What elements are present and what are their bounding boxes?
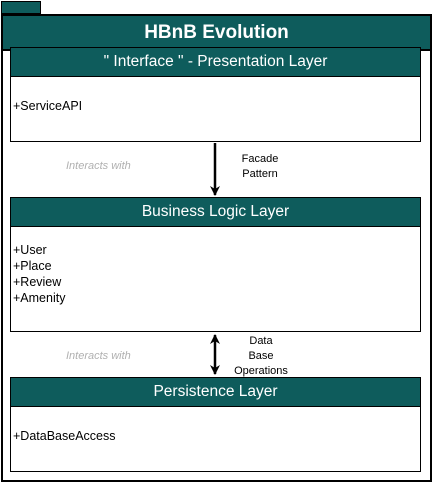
presentation-layer-header: " Interface " - Presentation Layer <box>11 48 420 77</box>
persistence-layer-header: Persistence Layer <box>11 378 420 407</box>
operations-label-line: Operations <box>234 365 288 377</box>
base-label-line: Base <box>248 350 274 362</box>
persistence-layer-members: +DataBaseAccess <box>11 407 420 448</box>
interacts-with-note-bottom: Interacts with <box>66 350 131 362</box>
member-review: +Review <box>13 275 62 289</box>
business-logic-layer-members: +User +Place +Review +Amenity <box>11 227 420 310</box>
persistence-layer-box[interactable]: Persistence Layer +DataBaseAccess <box>10 377 421 472</box>
business-logic-layer-box[interactable]: Business Logic Layer +User +Place +Revie… <box>10 197 421 332</box>
member-place: +Place <box>13 259 52 273</box>
package-tab <box>1 1 41 14</box>
presentation-layer-box[interactable]: " Interface " - Presentation Layer +Serv… <box>10 47 421 142</box>
data-label-line: Data <box>249 335 273 347</box>
member-service-api: +ServiceAPI <box>13 99 83 113</box>
database-operations-label: Data Base Operations <box>224 334 298 379</box>
pattern-label-line: Pattern <box>242 168 278 180</box>
business-logic-layer-title: Business Logic Layer <box>141 203 290 220</box>
member-amenity: +Amenity <box>13 291 66 305</box>
package-title: HBnB Evolution <box>144 21 289 43</box>
facade-label-line: Facade <box>241 153 279 165</box>
persistence-layer-title: Persistence Layer <box>153 383 278 400</box>
member-user: +User <box>13 243 47 257</box>
package-header: HBnB Evolution <box>3 16 430 51</box>
business-logic-layer-header: Business Logic Layer <box>11 198 420 227</box>
member-database-access: +DataBaseAccess <box>13 429 116 443</box>
interacts-with-note-top: Interacts with <box>66 160 131 172</box>
facade-pattern-label: Facade Pattern <box>228 152 292 182</box>
presentation-layer-members: +ServiceAPI <box>11 77 420 118</box>
presentation-layer-title: " Interface " - Presentation Layer <box>103 53 328 70</box>
